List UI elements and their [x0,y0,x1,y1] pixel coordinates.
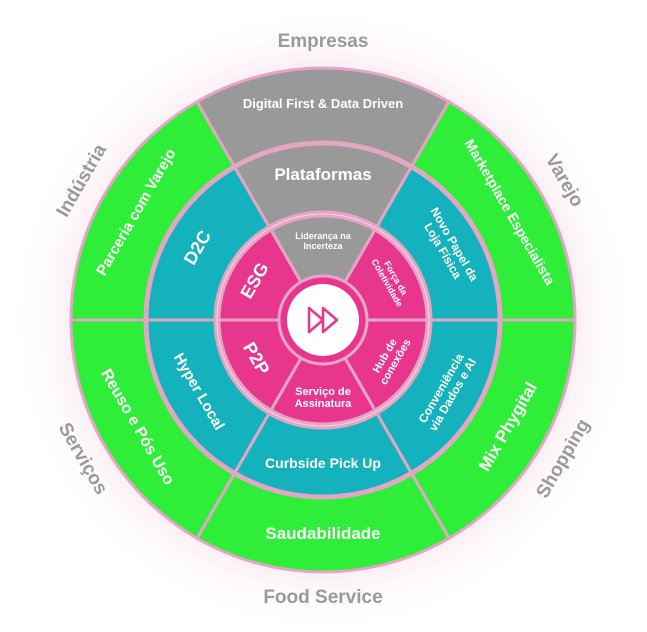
ring2-label-curbside-pick-up: Curbside Pick Up [265,455,381,471]
ring3-label-digital-first: Digital First & Data Driven [243,96,403,111]
label-line: Saudabilidade [265,524,380,543]
center-hub [277,274,369,366]
ff-arrow-right [321,306,339,334]
ring3-sector-reuso-e-pos-uso [69,318,237,541]
label-line: Liderança na [295,231,352,241]
outer-label-empresas: Empresas [278,31,369,52]
label-line: Incerteza [303,241,343,251]
label-line: Curbside Pick Up [265,455,381,471]
ring2-sector-hyper-local [145,318,272,475]
ring2-label-plataformas: Plataformas [274,165,371,184]
outer-label-food-service: Food Service [263,587,382,608]
fast-forward-icon [307,306,339,334]
ff-arrow-left [307,306,325,334]
label-line: Serviço de [295,386,351,398]
ring3-label-saudabilidade: Saudabilidade [265,524,380,543]
label-line: Assinatura [295,398,353,410]
label-line: Digital First & Data Driven [243,96,403,111]
label-line: Plataformas [274,165,371,184]
